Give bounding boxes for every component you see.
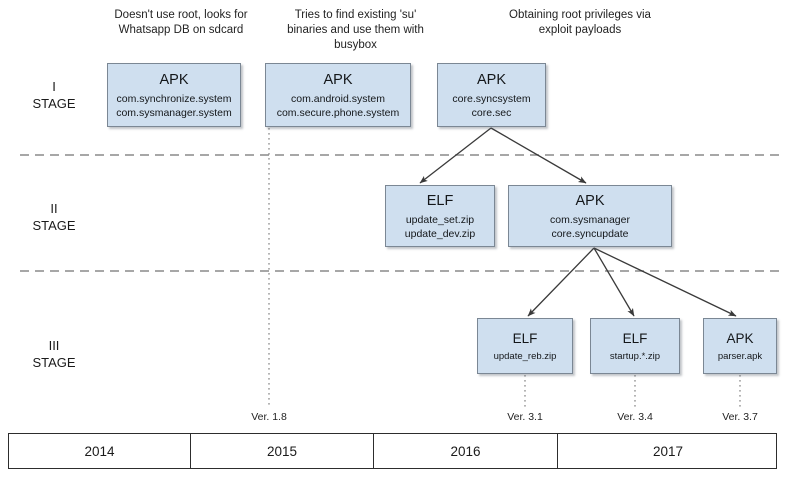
- node-type-label: ELF: [426, 192, 454, 209]
- node-type-label: APK: [476, 71, 506, 88]
- node-package-line: core.syncsystem: [452, 92, 531, 105]
- arrow-s1-n3-to-s2-n1: [419, 127, 492, 184]
- arrow-s2-n2-to-s3-n2: [593, 247, 635, 317]
- node-package-line: core.syncupdate: [551, 227, 629, 240]
- node-package-line: com.android.system: [291, 92, 385, 105]
- node-package-line: update_dev.zip: [404, 227, 476, 240]
- annotation-caption-2: Tries to find existing 'su' binaries and…: [287, 9, 424, 51]
- annotation-caption-1: Doesn't use root, looks for Whatsapp DB …: [114, 9, 248, 36]
- node-package-line: update_set.zip: [405, 213, 475, 226]
- timeline-year-2017: 2017: [652, 443, 684, 459]
- node-type-label: ELF: [512, 330, 538, 346]
- version-label-1: Ver. 1.8: [251, 411, 287, 423]
- stage-label-3: III STAGE: [32, 338, 76, 370]
- timeline-year-2014: 2014: [9, 434, 191, 468]
- stage-label-1: I STAGE: [32, 79, 76, 111]
- arrow-s2-n2-to-s3-n1: [527, 247, 595, 317]
- sample-node-s3-n2: ELF startup.*.zip: [590, 318, 680, 374]
- node-package-line: com.secure.phone.system: [276, 106, 400, 119]
- node-type-label: APK: [575, 192, 605, 209]
- sample-node-s3-n3: APK parser.apk: [703, 318, 777, 374]
- version-label-4: Ver. 3.7: [722, 411, 758, 423]
- timeline-year-2015: 2015: [191, 434, 374, 468]
- node-package-line: core.sec: [471, 106, 512, 119]
- node-package-line: parser.apk: [717, 350, 763, 362]
- arrow-s2-n2-to-s3-n3: [593, 247, 737, 317]
- node-package-line: startup.*.zip: [609, 350, 661, 362]
- sample-node-s3-n1: ELF update_reb.zip: [477, 318, 573, 374]
- version-label-2: Ver. 3.1: [507, 411, 543, 423]
- node-package-line: com.synchronize.system: [116, 92, 232, 105]
- node-package-line: update_reb.zip: [493, 350, 557, 362]
- timeline-year-2016: 2016: [374, 434, 558, 468]
- annotation-caption-3: Obtaining root privileges via exploit pa…: [509, 9, 651, 36]
- node-type-label: APK: [159, 71, 189, 88]
- version-label-3: Ver. 3.4: [617, 411, 653, 423]
- node-package-line: com.sysmanager.system: [116, 106, 232, 119]
- arrow-s1-n3-to-s2-n2: [490, 127, 587, 184]
- node-type-label: APK: [726, 330, 754, 346]
- node-package-line: com.sysmanager: [550, 213, 630, 226]
- node-type-label: APK: [323, 71, 353, 88]
- node-type-label: ELF: [622, 330, 648, 346]
- stage-label-2: II STAGE: [32, 201, 76, 233]
